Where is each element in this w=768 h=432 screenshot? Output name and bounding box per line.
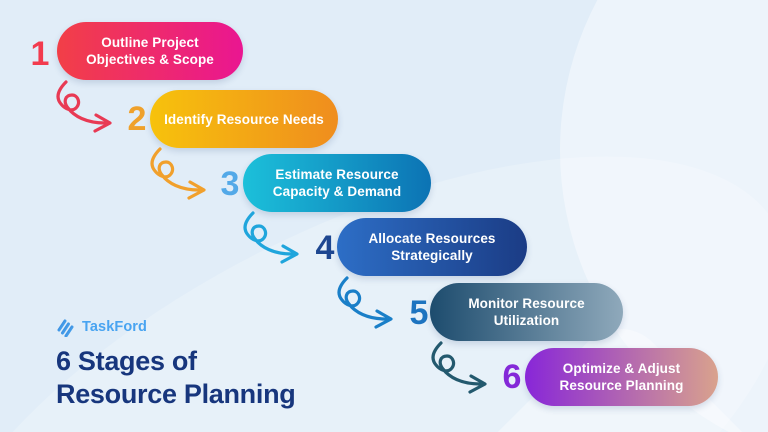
stage-pill-5: Monitor Resource Utilization: [430, 283, 623, 341]
arrow-5-icon: [427, 341, 499, 397]
stage-pill-2: Identify Resource Needs: [150, 90, 338, 148]
stage-label: Allocate Resources Strategically: [368, 231, 496, 263]
stage-pill-4: Allocate Resources Strategically: [337, 218, 527, 276]
page-title: 6 Stages of Resource Planning: [56, 346, 296, 409]
arrow-4-icon: [333, 276, 405, 332]
logo-row: TaskFord: [56, 316, 295, 338]
stage-number-3: 3: [220, 165, 240, 203]
stage-label: Identify Resource Needs: [164, 111, 324, 127]
stage-label: Monitor Resource Utilization: [468, 296, 585, 328]
stage-number-4: 4: [315, 229, 335, 267]
stage-label: Estimate Resource Capacity & Demand: [272, 167, 402, 199]
stage-pill-3: Estimate Resource Capacity & Demand: [243, 154, 431, 212]
stage-number-5: 5: [409, 294, 429, 332]
taskford-logo-text: TaskFord: [82, 319, 147, 335]
stage-number-2: 2: [127, 100, 147, 138]
taskford-logo-icon: [57, 319, 74, 337]
arrow-1-icon: [52, 80, 124, 136]
stage-pill-1: Outline Project Objectives & Scope: [57, 22, 243, 80]
arrow-3-icon: [239, 211, 311, 267]
arrow-2-icon: [146, 147, 218, 203]
stage-number-6: 6: [502, 358, 522, 396]
brand-block: TaskFord 6 Stages of Resource Planning: [56, 316, 296, 411]
stage-label: Outline Project Objectives & Scope: [86, 35, 214, 67]
stage-pill-6: Optimize & Adjust Resource Planning: [525, 348, 718, 406]
stage-label: Optimize & Adjust Resource Planning: [559, 361, 684, 393]
stage-number-1: 1: [30, 35, 50, 73]
